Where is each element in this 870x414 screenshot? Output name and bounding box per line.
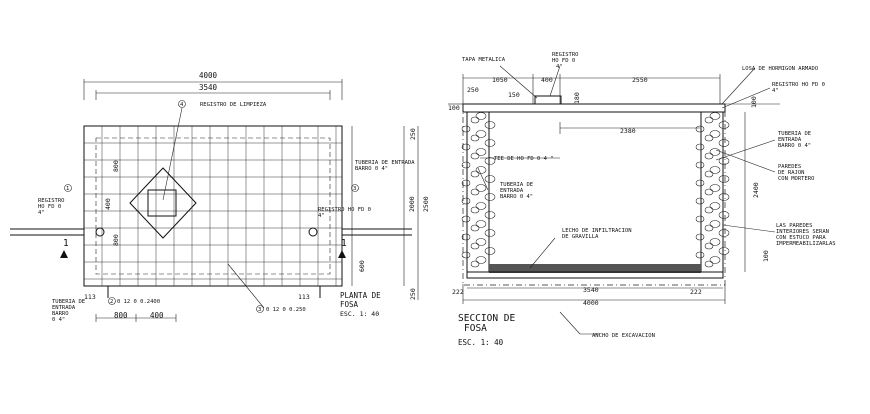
sec-dim-100-left: 100 [448, 104, 460, 112]
plan-dim-bottom-400: 400 [150, 311, 164, 320]
sec-label-tee: TEE DE HO FD 0 4 " [494, 156, 554, 162]
plan-dim-bottom-800: 800 [114, 311, 128, 320]
callout-3b: 3 [258, 307, 261, 313]
plan-dim-400: 400 [104, 198, 112, 210]
plan-dim-250-top: 250 [409, 128, 417, 140]
plan-label-varillas-left: 0 12 0 0.2400 [117, 299, 160, 305]
callout-4: 4 [180, 102, 184, 108]
plan-dim-2500: 2500 [422, 196, 430, 212]
sec-dim-250: 250 [467, 86, 479, 94]
sec-dim-222-left: 222 [452, 288, 464, 296]
sec-label-tapa: TAPA METALICA [462, 57, 506, 63]
section-mark-right: 1 [341, 238, 347, 249]
section-mark-left: 1 [63, 238, 69, 249]
sec-label-ancho: ANCHO DE EXCAVACION [592, 333, 655, 339]
plan-label-varillas-bottom: 0 12 0 0.250 [266, 307, 306, 313]
sec-dim-100-bottom: 100 [762, 250, 770, 262]
plan-dim-800b: 800 [112, 234, 120, 246]
sec-dim-2400: 2400 [752, 182, 760, 198]
sec-dim-3540: 3540 [583, 286, 599, 294]
sec-label-losa: LOSA DE HORMIGON ARMADO [742, 66, 818, 72]
plan-dim-250-bottom: 250 [409, 288, 417, 300]
sec-dim-400: 400 [541, 76, 553, 84]
plan-dim-2000: 2000 [408, 196, 416, 212]
sec-dim-180: 180 [573, 92, 581, 104]
callout-3a: 3 [353, 186, 356, 192]
plan-dim-600: 600 [358, 260, 366, 272]
sec-scale: ESC. 1: 40 [458, 338, 504, 347]
sec-dim-150: 150 [508, 91, 520, 99]
plan-dim-113-left: 113 [84, 293, 96, 301]
sec-dim-4000: 4000 [583, 299, 599, 307]
plan-dim-800a: 800 [112, 160, 120, 172]
plan-dim-113-right: 113 [298, 293, 310, 301]
plan-label-registro-limpieza: REGISTRO DE LIMPIEZA [200, 102, 267, 108]
plan-view: 4000 3540 250 2000 2500 250 600 800 400 … [10, 71, 430, 323]
section-view: 1050 400 2550 250 150 180 2380 2400 100 … [448, 52, 836, 347]
plan-dim-3540: 3540 [199, 83, 218, 92]
sec-dim-100-right: 100 [750, 96, 758, 108]
sec-dim-2380: 2380 [620, 127, 636, 135]
plan-dim-4000: 4000 [199, 71, 218, 80]
plan-scale: ESC. 1: 40 [340, 310, 379, 318]
sec-dim-1050: 1050 [492, 76, 508, 84]
callout-2: 2 [110, 299, 113, 305]
callout-1: 1 [66, 186, 69, 192]
sec-dim-2550: 2550 [632, 76, 648, 84]
sec-dim-222-right: 222 [690, 288, 702, 296]
